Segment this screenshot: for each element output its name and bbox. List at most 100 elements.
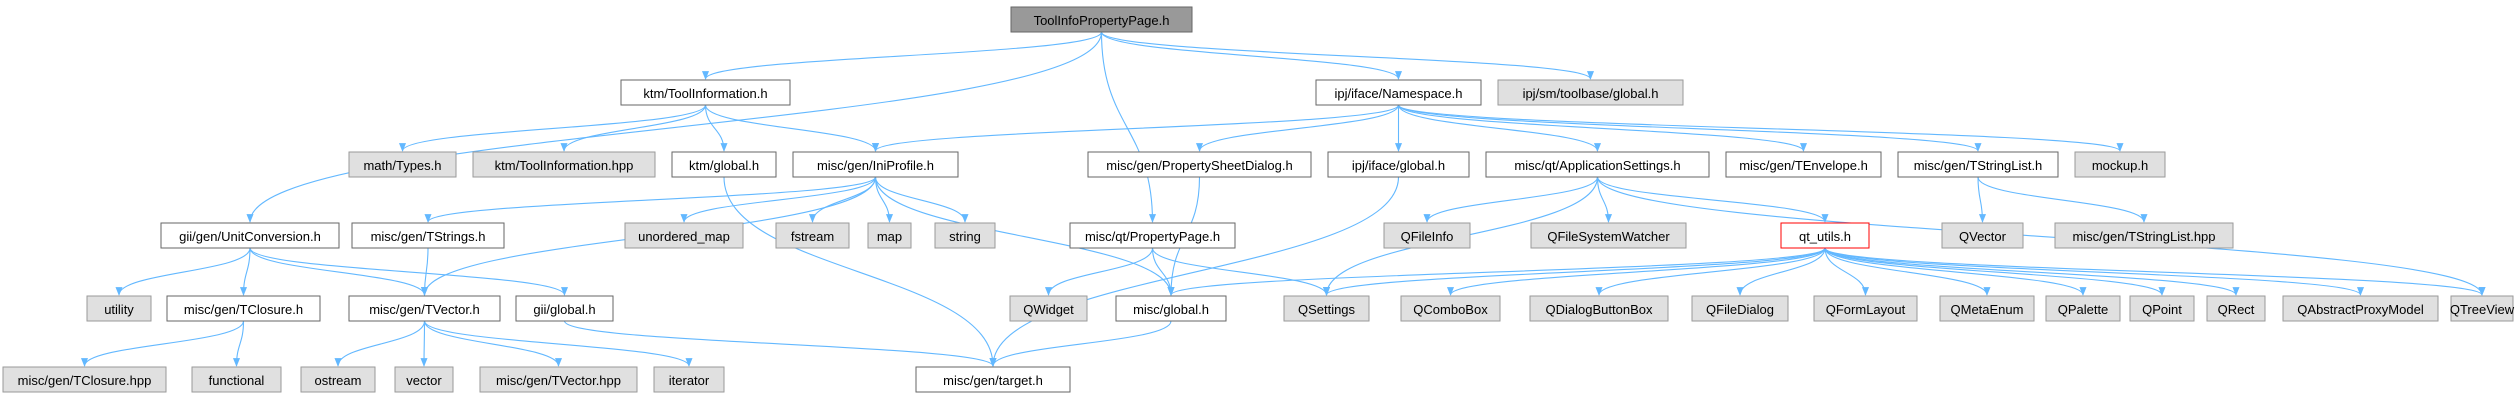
node-box-qformlayout (1813, 295, 1918, 322)
node-label-unitconv: gii/gen/UnitConversion.h (179, 229, 321, 244)
node-label-appsettings: misc/qt/ApplicationSettings.h (1514, 158, 1680, 173)
node-box-iniprofile (792, 151, 959, 178)
node-ktm_global[interactable]: ktm/global.h (671, 151, 777, 178)
edge-ktm_toolinfo-to-ktm_toolinfo_hpp (560, 104, 707, 152)
node-label-ktm_global: ktm/global.h (689, 158, 759, 173)
node-box-iface_global (1327, 151, 1470, 178)
node-box-qfiledialog (1691, 295, 1789, 322)
node-label-unordered_map: unordered_map (638, 229, 730, 244)
node-box-qfswatcher (1530, 222, 1687, 249)
node-box-root (1010, 6, 1193, 33)
edge-root-to-ktm_toolinfo (702, 31, 1103, 80)
node-label-ktm_toolinfo: ktm/ToolInformation.h (643, 86, 767, 101)
node-tstringlist_hpp: misc/gen/TStringList.hpp (2054, 222, 2234, 249)
node-label-gii_global: gii/global.h (533, 302, 595, 317)
edge-ipj_ns-to-iniprofile (872, 104, 1400, 152)
node-qfileinfo: QFileInfo (1383, 222, 1471, 249)
node-unitconv[interactable]: gii/gen/UnitConversion.h (160, 222, 340, 249)
node-label-tclosure: misc/gen/TClosure.h (184, 302, 303, 317)
edge-gii_global-to-target (563, 320, 997, 367)
node-qformlayout: QFormLayout (1813, 295, 1918, 322)
node-qmetaenum: QMetaEnum (1939, 295, 2035, 322)
node-qfiledialog: QFileDialog (1691, 295, 1789, 322)
node-box-ktm_global (671, 151, 777, 178)
edge-unitconv-to-tclosure (239, 247, 251, 296)
edge-qt_utils-to-qmetaenum (1824, 247, 1991, 296)
node-box-qmetaenum (1939, 295, 2035, 322)
node-box-qrect (2206, 295, 2266, 322)
node-label-qsettings: QSettings (1298, 302, 1356, 317)
edge-qt_utils-to-qformlayout (1824, 247, 1870, 296)
node-qrect: QRect (2206, 295, 2266, 322)
node-label-qfswatcher: QFileSystemWatcher (1547, 229, 1670, 244)
node-qpoint: QPoint (2129, 295, 2195, 322)
nodes-layer: ToolInfoPropertyPage.h ktm/ToolInformatio… (2, 6, 2515, 393)
node-qsettings: QSettings (1283, 295, 1370, 322)
edge-qt_utils-to-qfiledialog (1736, 247, 1826, 296)
node-map: map (867, 222, 912, 249)
node-ktm_toolinfo[interactable]: ktm/ToolInformation.h (620, 79, 791, 106)
node-box-mockup (2074, 151, 2166, 178)
node-label-qabstractproxymodel: QAbstractProxyModel (2297, 302, 2424, 317)
node-iface_global[interactable]: ipj/iface/global.h (1327, 151, 1470, 178)
node-toolbase_global: ipj/sm/toolbase/global.h (1497, 79, 1684, 106)
edge-unitconv-to-tvector (249, 247, 428, 296)
node-tvector_hpp: misc/gen/TVector.hpp (479, 366, 638, 393)
node-tenvelope[interactable]: misc/gen/TEnvelope.h (1725, 151, 1882, 178)
node-propsheet[interactable]: misc/gen/PropertySheetDialog.h (1087, 151, 1312, 178)
edge-tvector-to-tvector_hpp (423, 320, 562, 367)
node-box-ktm_toolinfo (620, 79, 791, 106)
node-box-toolbase_global (1497, 79, 1684, 106)
node-vector: vector (394, 366, 454, 393)
edge-ktm_toolinfo-to-ktm_global (704, 104, 728, 152)
node-tclosure[interactable]: misc/gen/TClosure.h (166, 295, 321, 322)
edge-root-to-ipj_ns (1100, 31, 1402, 80)
node-label-qt_utils: qt_utils.h (1799, 229, 1851, 244)
node-gii_global[interactable]: gii/global.h (515, 295, 614, 322)
edge-tvector-to-ostream (334, 320, 426, 367)
node-box-tclosure_hpp (2, 366, 167, 393)
node-label-mockup: mockup.h (2092, 158, 2148, 173)
node-tvector[interactable]: misc/gen/TVector.h (348, 295, 501, 322)
node-label-iniprofile: misc/gen/IniProfile.h (817, 158, 934, 173)
node-ostream: ostream (300, 366, 376, 393)
node-appsettings[interactable]: misc/qt/ApplicationSettings.h (1485, 151, 1710, 178)
node-box-qt_utils (1780, 222, 1870, 249)
node-box-tclosure (166, 295, 321, 322)
node-target[interactable]: misc/gen/target.h (915, 366, 1071, 393)
node-box-ktm_toolinfo_hpp (472, 151, 656, 178)
node-box-qdialogbuttonbox (1529, 295, 1669, 322)
node-label-qvector: QVector (1959, 229, 2007, 244)
edges-layer (81, 31, 2486, 367)
node-box-appsettings (1485, 151, 1710, 178)
node-proppage[interactable]: misc/qt/PropertyPage.h (1069, 222, 1236, 249)
edge-ktm_toolinfo-to-math_types (399, 104, 707, 152)
node-tstringlist[interactable]: misc/gen/TStringList.h (1897, 151, 2059, 178)
node-root[interactable]: ToolInfoPropertyPage.h (1010, 6, 1193, 33)
node-box-qfileinfo (1383, 222, 1471, 249)
node-box-ostream (300, 366, 376, 393)
node-box-functional (191, 366, 282, 393)
node-box-qsettings (1283, 295, 1370, 322)
node-box-math_types (348, 151, 457, 178)
edge-misc_global-to-target (989, 320, 1172, 367)
node-label-functional: functional (209, 373, 265, 388)
node-iniprofile[interactable]: misc/gen/IniProfile.h (792, 151, 959, 178)
node-qabstractproxymodel: QAbstractProxyModel (2282, 295, 2439, 322)
edge-qt_utils-to-qabstractproxymodel (1824, 247, 2364, 296)
node-label-tenvelope: misc/gen/TEnvelope.h (1739, 158, 1868, 173)
edge-proppage-to-qwidget (1045, 247, 1154, 296)
node-label-qpoint: QPoint (2142, 302, 2182, 317)
node-box-map (867, 222, 912, 249)
node-tstrings[interactable]: misc/gen/TStrings.h (351, 222, 505, 249)
node-label-qrect: QRect (2218, 302, 2255, 317)
node-label-qfiledialog: QFileDialog (1706, 302, 1774, 317)
node-misc_global[interactable]: misc/global.h (1115, 295, 1227, 322)
node-ipj_ns[interactable]: ipj/iface/Namespace.h (1315, 79, 1482, 106)
node-qt_utils[interactable]: qt_utils.h (1780, 222, 1870, 249)
node-qdialogbuttonbox: QDialogButtonBox (1529, 295, 1669, 322)
edge-qt_utils-to-qtreeview (1824, 247, 2486, 296)
node-utility: utility (86, 295, 152, 322)
edge-qt_utils-to-qpalette (1824, 247, 2087, 296)
